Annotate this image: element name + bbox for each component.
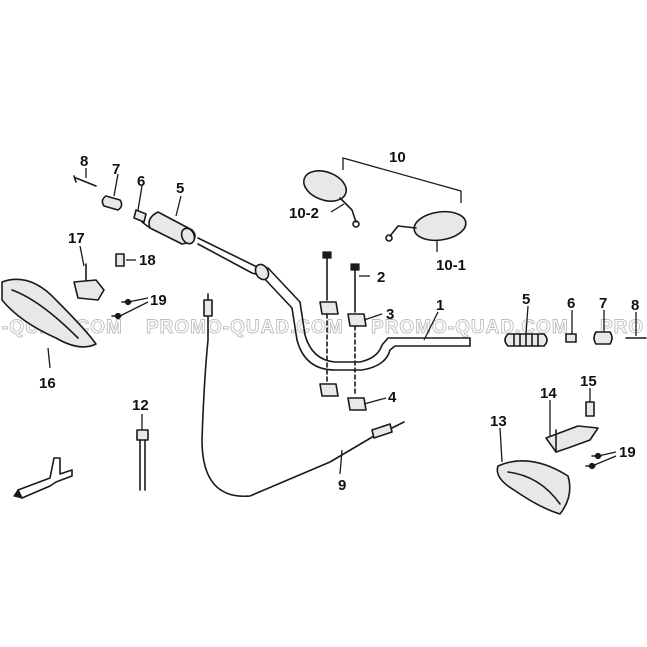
callout-9: 9 xyxy=(338,477,346,494)
right-handguard-part xyxy=(496,460,571,515)
left-bracket-part xyxy=(73,263,105,301)
callout-5-left: 5 xyxy=(176,180,184,197)
watermark: -QUAD.COM PROMO-QUAD.COM PROMO-QUAD.COM … xyxy=(2,317,644,339)
right-grip-part xyxy=(504,331,647,347)
callout-15: 15 xyxy=(580,373,597,390)
callout-10: 10 xyxy=(389,149,406,166)
callout-10-2: 10-2 xyxy=(289,205,319,222)
watermark-segment: PROMO-QUAD.COM xyxy=(371,317,569,338)
right-bracket-part xyxy=(545,425,599,453)
left-grip-part xyxy=(73,175,196,245)
mirror-left-part xyxy=(302,170,360,228)
callout-13: 13 xyxy=(490,413,507,430)
callout-19-left: 19 xyxy=(150,292,167,309)
callout-6-right: 6 xyxy=(567,295,575,312)
callout-16: 16 xyxy=(39,375,56,392)
callout-19-right: 19 xyxy=(619,444,636,461)
clamp-bolts-part xyxy=(322,251,360,313)
callout-8-left: 8 xyxy=(80,153,88,170)
callout-12: 12 xyxy=(132,397,149,414)
callout-7-left: 7 xyxy=(112,161,120,178)
callout-4: 4 xyxy=(388,389,397,406)
callout-18: 18 xyxy=(139,252,156,269)
throttle-cable-part xyxy=(201,293,405,497)
callout-labels: 8 7 6 5 10 10-2 10-1 17 18 19 2 3 4 1 5 … xyxy=(39,149,639,494)
front-direction-arrow-icon xyxy=(13,457,73,499)
left-end-cap-7 xyxy=(101,195,123,211)
long-bolt-part xyxy=(136,429,149,491)
leader-lines xyxy=(47,168,637,475)
left-handguard-part xyxy=(1,278,97,348)
left-screw-8 xyxy=(75,177,97,187)
mirror-right-part xyxy=(385,210,467,242)
left-nut-part xyxy=(115,253,125,267)
left-bolt-6 xyxy=(133,209,147,223)
handlebar-part xyxy=(197,237,471,371)
callout-10-1: 10-1 xyxy=(436,257,466,274)
watermark-segment: PROMO-QUAD.COM xyxy=(146,317,344,338)
right-bolt-part xyxy=(585,401,595,417)
handlebar-bend-icon xyxy=(254,263,270,281)
callout-8-right: 8 xyxy=(631,297,639,314)
right-end-cap-7 xyxy=(593,331,613,345)
upper-clamp-part xyxy=(319,301,367,327)
callout-2: 2 xyxy=(377,269,385,286)
mirror-bracket xyxy=(342,157,462,203)
callout-1: 1 xyxy=(436,297,444,314)
lower-clamp-part xyxy=(319,313,367,411)
callout-6-left: 6 xyxy=(137,173,145,190)
callout-7-right: 7 xyxy=(599,295,607,312)
callout-14: 14 xyxy=(540,385,557,402)
callout-3: 3 xyxy=(386,306,394,323)
right-bolt-6 xyxy=(565,333,577,343)
callout-5-right: 5 xyxy=(522,291,530,308)
callout-17: 17 xyxy=(68,230,85,247)
